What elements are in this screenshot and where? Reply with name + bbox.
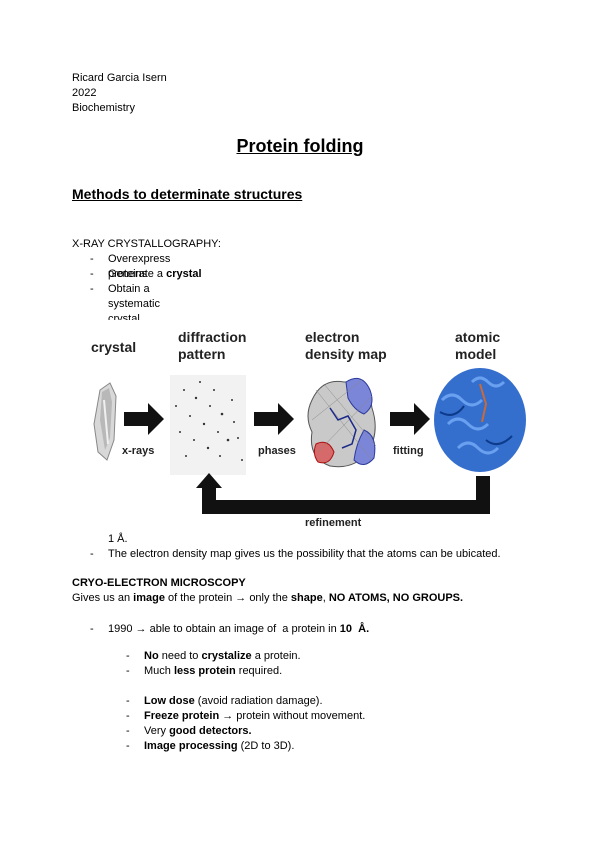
diffraction-pattern-image bbox=[170, 375, 246, 475]
list-item: - Low dose (avoid radiation damage). bbox=[126, 694, 526, 709]
bullet-dash: - bbox=[90, 283, 94, 295]
cryo-requirements-list: - Low dose (avoid radiation damage). - F… bbox=[126, 694, 526, 754]
subject: Biochemistry bbox=[72, 102, 135, 114]
cryo-heading: CRYO-ELECTRON MICROSCOPY bbox=[72, 577, 246, 589]
cryo-year-bold: 10 Å. bbox=[339, 623, 370, 635]
density-note-text: The electron density map gives us the po… bbox=[108, 548, 501, 560]
bullet-dash: - bbox=[90, 548, 94, 560]
xray-crystallography-figure: crystal diffraction pattern electron den… bbox=[72, 320, 528, 530]
figure-label-refinement: refinement bbox=[305, 517, 362, 529]
cryo-intro-text: of the protein → only the bbox=[164, 592, 291, 604]
figure-label-fitting: fitting bbox=[393, 445, 424, 457]
cryo-intro-bold: NO ATOMS, NO GROUPS. bbox=[328, 592, 464, 604]
list-item-bold: crystal bbox=[166, 268, 202, 280]
figure-label-xrays: x-rays bbox=[122, 445, 154, 457]
list-item-text: need to bbox=[158, 650, 202, 662]
list-item-bold: Low dose bbox=[144, 695, 195, 707]
list-item-text: (avoid radiation damage). bbox=[194, 695, 323, 707]
arrow-fitting: fitting bbox=[390, 403, 430, 457]
list-item-text: Overexpress proteins bbox=[108, 253, 171, 280]
list-item-bold: Image processing bbox=[144, 740, 238, 752]
arrow-xrays: x-rays bbox=[122, 403, 164, 457]
list-item-bold: Freeze protein bbox=[144, 710, 220, 722]
electron-density-map-image bbox=[307, 377, 377, 468]
list-item-text: a protein. bbox=[251, 650, 301, 662]
crystal-image bbox=[93, 382, 117, 461]
list-item-text: (2D to 3D). bbox=[237, 740, 295, 752]
cryo-intro-text: Gives us an bbox=[72, 592, 134, 604]
xray-heading: X-RAY CRYSTALLOGRAPHY: bbox=[72, 238, 221, 250]
author: Ricard Garcia Isern bbox=[72, 72, 167, 84]
list-item-bold: No bbox=[144, 650, 159, 662]
year: 2022 bbox=[72, 87, 97, 99]
list-item-bold: good detectors. bbox=[169, 725, 252, 737]
list-item-text: Generate a bbox=[108, 268, 167, 280]
atomic-model-image bbox=[434, 368, 526, 472]
bullet-dash: - bbox=[90, 253, 94, 265]
bullet-dash: - bbox=[126, 710, 130, 722]
figure-label-crystal: crystal bbox=[91, 339, 136, 355]
section-heading: Methods to determinate structures bbox=[72, 186, 303, 202]
bullet-dash: - bbox=[90, 623, 94, 635]
arrow-phases: phases bbox=[254, 403, 296, 457]
list-item-bold: less protein bbox=[173, 665, 236, 677]
cryo-intro-bold: image bbox=[133, 592, 165, 604]
cryo-intro-bold: shape bbox=[290, 592, 323, 604]
page-title: Protein folding bbox=[236, 136, 364, 156]
bullet-dash: - bbox=[126, 725, 130, 737]
refinement-loop-arrow: refinement bbox=[196, 473, 490, 529]
figure-label-density-map: density map bbox=[305, 346, 387, 362]
list-item: - Image processing (2D to 3D). bbox=[126, 739, 526, 754]
figure-label-diffraction: diffraction bbox=[178, 329, 246, 345]
list-item: - Freeze protein → protein without movem… bbox=[126, 709, 526, 724]
bullet-dash: - bbox=[126, 650, 130, 662]
list-item-bold: crystalize bbox=[201, 650, 252, 662]
bullet-dash: - bbox=[126, 665, 130, 677]
bullet-dash: - bbox=[126, 740, 130, 752]
cryo-year-text: 1990 → able to obtain an image of a prot… bbox=[108, 623, 340, 635]
cryo-advantages-list: - No need to crystalize a protein. - Muc… bbox=[126, 649, 526, 679]
list-item: - Very good detectors. bbox=[126, 724, 526, 739]
figure-label-electron: electron bbox=[305, 329, 359, 345]
figure-label-model: model bbox=[455, 346, 496, 362]
list-item: - No need to crystalize a protein. bbox=[126, 649, 526, 664]
bullet-dash: - bbox=[90, 268, 94, 280]
figure-label-atomic: atomic bbox=[455, 329, 500, 345]
figure-label-phases: phases bbox=[258, 445, 296, 457]
list-item-text: Much bbox=[144, 665, 174, 677]
list-item-text: Very bbox=[144, 725, 170, 737]
list-item-text: required. bbox=[235, 665, 283, 677]
list-item-text: → protein without movement. bbox=[219, 710, 366, 722]
resolution-note: 1 Å. bbox=[108, 533, 128, 545]
bullet-dash: - bbox=[126, 695, 130, 707]
cryo-intro-text: , bbox=[322, 592, 329, 604]
cryo-intro: Gives us an image of the protein → only … bbox=[72, 591, 463, 606]
figure-label-pattern: pattern bbox=[178, 346, 225, 362]
list-item: - Much less protein required. bbox=[126, 664, 526, 679]
